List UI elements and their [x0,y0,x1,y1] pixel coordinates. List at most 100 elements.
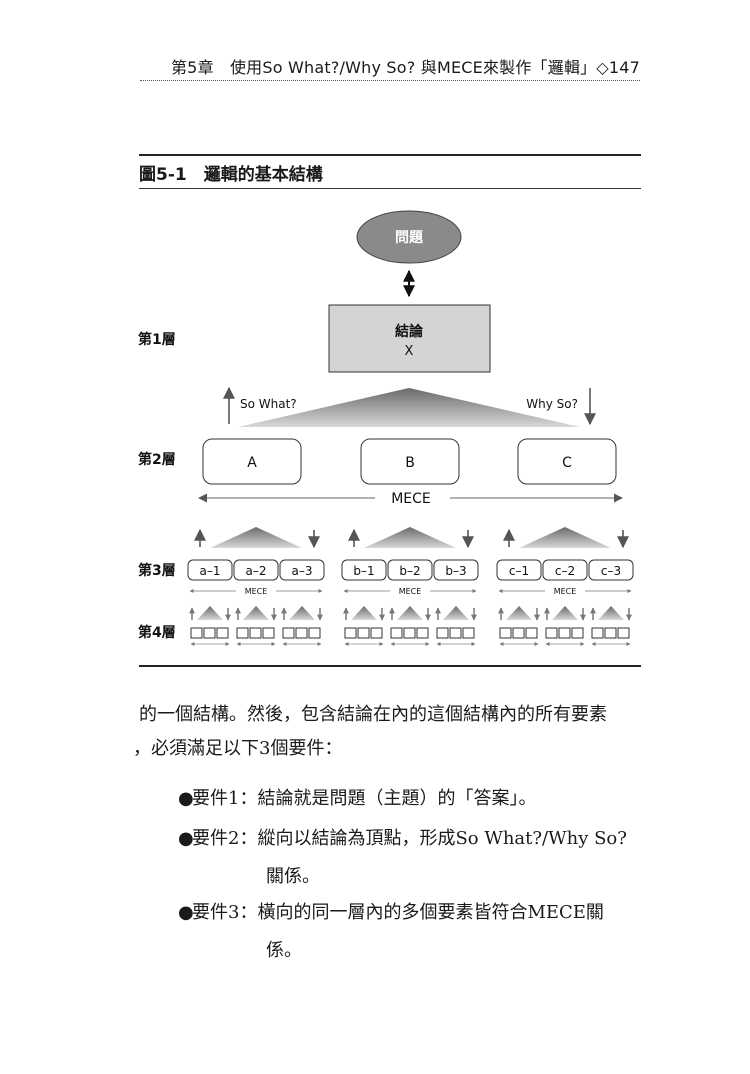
level4-node [416,627,429,639]
requirement-continuation: 係。 [266,940,302,961]
level-3-label: 第3層 [138,562,176,579]
level2-node-c [517,438,617,485]
mece-small-label: MECE [554,587,577,596]
running-header: 第5章 使用So What?/Why So? 與MECE來製作「邏輯」◇147 [140,54,640,81]
figure-bottom-rule [139,665,641,667]
level3-node-label: b–1 [353,564,374,578]
level3-triangle [598,606,624,620]
level4-node [282,627,295,639]
level3-node-label: a–2 [246,564,267,578]
mece-label: MECE [391,491,431,507]
level4-node [545,627,558,639]
requirement-text: 結論就是問題（主題）的「答案」。 [257,788,537,809]
level3-triangle [443,606,469,620]
level4-node [512,627,525,639]
level2-node-a [202,438,302,485]
running-title: 第5章 使用So What?/Why So? 與MECE來製作「邏輯」◇147 [170,58,640,77]
requirement-label: 要件3： [192,902,258,923]
level2-triangle [364,527,456,548]
paragraph-line-1: 的一個結構。然後，包含結論在內的這個結構內的所有要素 [139,704,607,725]
level4-node [558,627,571,639]
requirement-text: 縱向以結論為頂點，形成So What?/Why So? [257,828,627,849]
requirement-text: 橫向的同一層內的多個要素皆符合MECE關 [257,902,604,923]
so-what-label: So What? [240,397,297,411]
mece-small-label: MECE [245,587,268,596]
level3-node-label: b–3 [445,564,466,578]
level2-triangle [210,527,302,548]
level3-triangle [397,606,423,620]
level3-triangle [506,606,532,620]
level3-node-label: a–3 [292,564,313,578]
level1-triangle [238,388,580,427]
level2-triangle [519,527,611,548]
bullet-icon: ● [178,788,194,809]
level3-triangle [197,606,223,620]
logic-structure-diagram: 問題 結論 X 第1層 第2層 第3層 第4層 So What? Why So?… [138,210,634,646]
level4-node [525,627,538,639]
level4-node [203,627,216,639]
level4-node [295,627,308,639]
requirement-item: ●要件1：結論就是問題（主題）的「答案」。 [178,784,648,810]
level2-node-c-label: C [562,455,572,471]
level4-node [449,627,462,639]
why-so-label: Why So? [526,397,578,411]
level3-node [496,559,542,581]
level4-node [462,627,475,639]
level3-node [233,559,279,581]
requirement-item: ●要件3：橫向的同一層內的多個要素皆符合MECE關 係。 [178,898,648,962]
level3-node-label: c–2 [555,564,575,578]
level3-triangle [289,606,315,620]
level4-node [190,627,203,639]
level2-node-a-label: A [247,455,257,471]
conclusion-sub: X [405,344,414,359]
requirement-continuation: 關係。 [266,866,320,887]
problem-node [356,210,462,264]
level-2-label: 第2層 [138,451,176,468]
body-paragraph: 的一個結構。然後，包含結論在內的這個結構內的所有要素 ，必須滿足以下3個要件： [133,698,644,766]
bullet-icon: ● [178,828,194,849]
level4-node [344,627,357,639]
level4-node [370,627,383,639]
figure-caption-rule [139,188,641,189]
level-1-label: 第1層 [138,331,176,348]
level3-node [588,559,634,581]
level4-node [262,627,275,639]
level4-node [591,627,604,639]
level2-node-b-label: B [405,455,415,471]
problem-label: 問題 [395,230,424,246]
level3-triangle [243,606,269,620]
bullet-icon: ● [178,902,194,923]
level4-node [604,627,617,639]
level3-triangle [552,606,578,620]
level4-node [236,627,249,639]
level3-node [187,559,233,581]
level4-node [436,627,449,639]
level3-node [433,559,479,581]
level4-node [571,627,584,639]
requirement-item: ●要件2：縱向以結論為頂點，形成So What?/Why So? 關係。 [178,824,648,888]
figure-caption: 圖5-1 邏輯的基本結構 [139,165,323,185]
level4-node [216,627,229,639]
mece-small-label: MECE [399,587,422,596]
requirement-label: 要件2： [192,828,258,849]
level-4-label: 第4層 [138,624,176,641]
level2-node-b [360,438,460,485]
level4-node [308,627,321,639]
level3-triangle [351,606,377,620]
level4-node [390,627,403,639]
level3-node [542,559,588,581]
level4-node [403,627,416,639]
level3-node-label: b–2 [399,564,420,578]
level3-node-label: a–1 [200,564,221,578]
level4-node [249,627,262,639]
level3-node-label: c–1 [509,564,529,578]
level4-node [499,627,512,639]
level3-node [279,559,325,581]
conclusion-title: 結論 [395,323,424,340]
level4-node [617,627,630,639]
requirement-label: 要件1： [192,788,258,809]
paragraph-line-2: ，必須滿足以下3個要件： [133,738,343,759]
conclusion-box [328,304,491,373]
level4-node [357,627,370,639]
level3-node [341,559,387,581]
